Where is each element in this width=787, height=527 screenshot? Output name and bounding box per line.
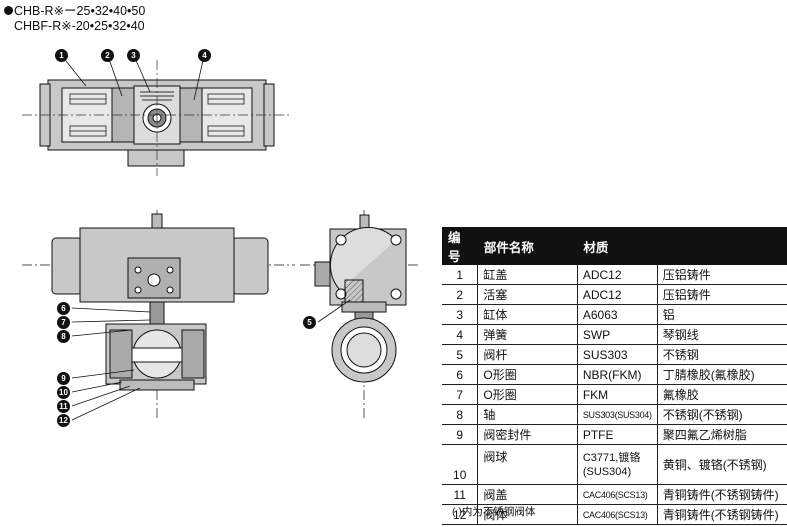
- row-desc: 铝: [656, 304, 787, 325]
- row-material: CAC406(SCS13): [576, 504, 658, 525]
- row-material: ADC12: [576, 284, 658, 305]
- table-row: 12 阀体 CAC406(SCS13) 青铜铸件(不锈钢铸件): [442, 504, 787, 525]
- footnote: ( )内为不锈钢阀体: [452, 506, 536, 518]
- row-material: C3771,镀铬 (SUS304): [576, 444, 658, 485]
- table-row: 9 阀密封件 PTFE 聚四氟乙烯树脂: [442, 424, 787, 445]
- row-no: 4: [442, 324, 478, 345]
- header-no: 编号: [442, 227, 478, 265]
- front-view: [22, 210, 295, 421]
- row-name: 阀球: [477, 444, 578, 485]
- callout-12: 12: [57, 414, 70, 427]
- row-no: 1: [442, 265, 478, 285]
- row-desc: 青铜铸件(不锈钢铸件): [656, 504, 787, 525]
- row-name: 阀盖: [477, 484, 578, 505]
- row-desc: 压铝铸件: [656, 265, 787, 285]
- row-name: 缸体: [477, 304, 578, 325]
- row-material: SWP: [576, 324, 658, 345]
- header-name: 部件名称: [477, 227, 578, 265]
- callout-5: 5: [303, 316, 316, 329]
- callout-2: 2: [101, 49, 114, 62]
- row-name: O形圈: [477, 384, 578, 405]
- table-row: 8 轴 SUS303(SUS304) 不锈钢(不锈钢): [442, 404, 787, 425]
- row-name: O形圈: [477, 364, 578, 385]
- row-no: 10: [442, 444, 478, 485]
- callout-8: 8: [57, 330, 70, 343]
- row-no: 9: [442, 424, 478, 445]
- row-desc: 压铝铸件: [656, 284, 787, 305]
- row-no: 11: [442, 484, 478, 505]
- bullet-icon: [4, 6, 13, 15]
- table-row: 1 缸盖 ADC12 压铝铸件: [442, 265, 787, 285]
- callout-6: 6: [57, 302, 70, 315]
- row-desc: 琴钢线: [656, 324, 787, 345]
- row-material: PTFE: [576, 424, 658, 445]
- row-name: 缸盖: [477, 265, 578, 285]
- row-no: 5: [442, 344, 478, 365]
- row-name: 弹簧: [477, 324, 578, 345]
- row-material: CAC406(SCS13): [576, 484, 658, 505]
- row-desc: 氟橡胶: [656, 384, 787, 405]
- table-row: 4 弹簧 SWP 琴钢线: [442, 324, 787, 345]
- row-desc: 丁腈橡胶(氟橡胶): [656, 364, 787, 385]
- callout-10: 10: [57, 386, 70, 399]
- row-no: 2: [442, 284, 478, 305]
- row-material: A6063: [576, 304, 658, 325]
- row-material: FKM: [576, 384, 658, 405]
- row-desc: 聚四氟乙烯树脂: [656, 424, 787, 445]
- row-desc: 黄铜、镀铬(不锈钢): [656, 444, 787, 485]
- row-no: 7: [442, 384, 478, 405]
- table-row: 11 阀盖 CAC406(SCS13) 青铜铸件(不锈钢铸件): [442, 484, 787, 505]
- row-name: 轴: [477, 404, 578, 425]
- model-line-2: CHBF-R※-20•25•32•40: [14, 19, 145, 33]
- row-desc: 不锈钢(不锈钢): [656, 404, 787, 425]
- table-row: 2 活塞 ADC12 压铝铸件: [442, 284, 787, 305]
- callout-3: 3: [127, 49, 140, 62]
- callout-11: 11: [57, 400, 70, 413]
- row-no: 8: [442, 404, 478, 425]
- callout-1: 1: [55, 49, 68, 62]
- side-view: [300, 210, 420, 420]
- table-row: 5 阀杆 SUS303 不锈钢: [442, 344, 787, 365]
- row-name: 阀杆: [477, 344, 578, 365]
- callout-7: 7: [57, 316, 70, 329]
- row-material: SUS303: [576, 344, 658, 365]
- row-material: NBR(FKM): [576, 364, 658, 385]
- parts-table-header: 编号 部件名称 材质: [442, 227, 787, 265]
- row-name: 活塞: [477, 284, 578, 305]
- row-material: SUS303(SUS304): [576, 404, 658, 425]
- top-section-view: [22, 55, 290, 176]
- table-row: 3 缸体 A6063 铝: [442, 304, 787, 325]
- parts-table: 编号 部件名称 材质 1 缸盖 ADC12 压铝铸件 2 活塞 ADC12 压铝…: [442, 227, 787, 525]
- row-material: ADC12: [576, 265, 658, 285]
- model-line-1-text: CHB-R※ー25•32•40•50: [14, 4, 146, 18]
- row-name: 阀体: [477, 504, 578, 525]
- row-desc: 不锈钢: [656, 344, 787, 365]
- table-row: 7 O形圈 FKM 氟橡胶: [442, 384, 787, 405]
- row-no: 6: [442, 364, 478, 385]
- callout-4: 4: [198, 49, 211, 62]
- row-desc: 青铜铸件(不锈钢铸件): [656, 484, 787, 505]
- table-row: 6 O形圈 NBR(FKM) 丁腈橡胶(氟橡胶): [442, 364, 787, 385]
- model-line-1: CHB-R※ー25•32•40•50: [4, 4, 145, 18]
- callout-9: 9: [57, 372, 70, 385]
- row-no: 3: [442, 304, 478, 325]
- row-name: 阀密封件: [477, 424, 578, 445]
- header-material: 材质: [577, 227, 787, 265]
- table-row: 10 阀球 C3771,镀铬 (SUS304) 黄铜、镀铬(不锈钢): [442, 444, 787, 485]
- row-no: 12: [442, 504, 478, 525]
